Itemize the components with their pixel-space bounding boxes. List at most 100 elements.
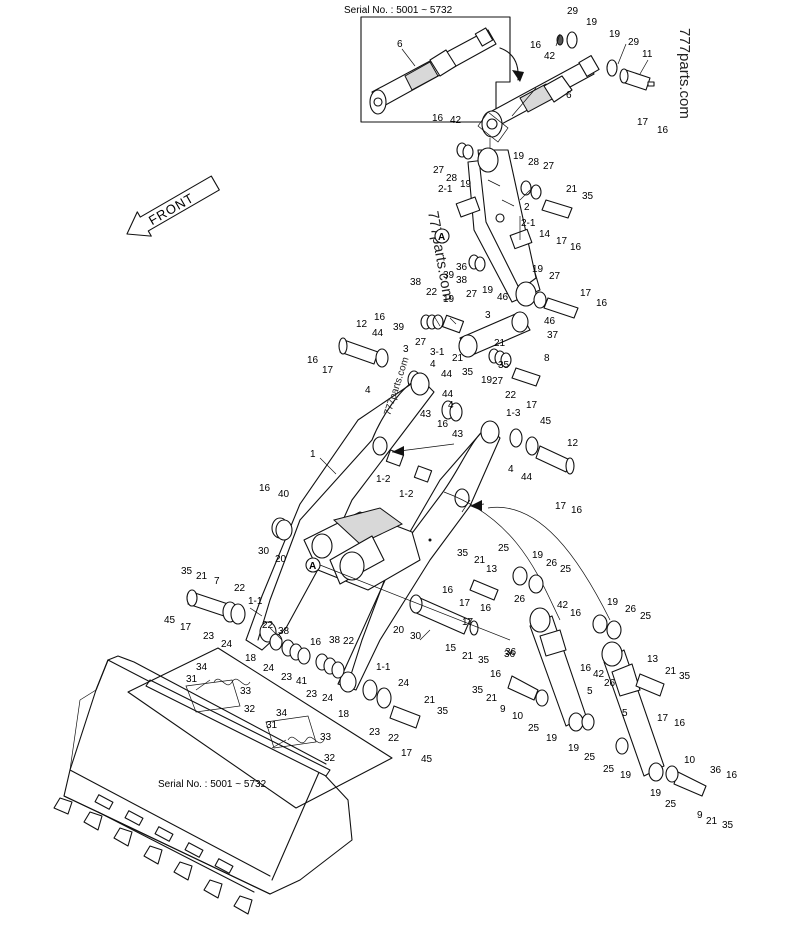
part-label: 33 bbox=[240, 686, 252, 697]
part-label: 17 bbox=[580, 288, 592, 299]
part-label: 25 bbox=[584, 752, 596, 763]
part-label: 32 bbox=[324, 753, 336, 764]
boom-cylinder bbox=[477, 55, 600, 143]
part-label: 16 bbox=[726, 770, 738, 781]
part-label: 35 bbox=[478, 655, 490, 666]
part-label: 16 bbox=[580, 663, 592, 674]
part-label: 43 bbox=[420, 409, 432, 420]
part-label: 16 bbox=[674, 718, 686, 729]
part-label: 16 bbox=[571, 505, 583, 516]
part-label: 21 bbox=[665, 666, 677, 677]
part-label: 35 bbox=[181, 566, 193, 577]
part-label: 27 bbox=[549, 271, 561, 282]
serial-label-bottom: Serial No. : 5001 ~ 5732 bbox=[158, 779, 267, 790]
part-label: 17 bbox=[459, 598, 471, 609]
part-label: 24 bbox=[398, 678, 410, 689]
part-label: 21 bbox=[706, 816, 718, 827]
part-label: 32 bbox=[244, 704, 256, 715]
part-label: 16 bbox=[570, 608, 582, 619]
part-label: 45 bbox=[540, 416, 552, 427]
part-label: 1 bbox=[310, 449, 316, 460]
part-label: 19 bbox=[650, 788, 662, 799]
part-label: 42 bbox=[450, 115, 462, 126]
bell-crank-2 bbox=[467, 147, 541, 307]
part-label: 16 bbox=[442, 585, 454, 596]
part-label: 1-2 bbox=[376, 474, 391, 485]
part-label: 36 bbox=[504, 649, 516, 660]
part-label: 41 bbox=[296, 676, 308, 687]
part-label: 4 bbox=[448, 400, 454, 411]
part-label: 38 bbox=[329, 635, 341, 646]
watermark: 777parts.com bbox=[676, 28, 693, 119]
part-label: 17 bbox=[526, 400, 538, 411]
part-label: 20 bbox=[393, 625, 405, 636]
part-label: 17 bbox=[462, 617, 474, 628]
part-label: 43 bbox=[452, 429, 464, 440]
part-label: 45 bbox=[164, 615, 176, 626]
part-label: 16 bbox=[374, 312, 386, 323]
part-label: 22 bbox=[388, 733, 400, 744]
part-label: 22 bbox=[426, 287, 438, 298]
part-label: 12 bbox=[567, 438, 579, 449]
part-label: 25 bbox=[528, 723, 540, 734]
bucket-teeth bbox=[53, 797, 253, 915]
part-label: 23 bbox=[306, 689, 318, 700]
part-label: 16 bbox=[437, 419, 449, 430]
part-labels: 29 19 16 42 19 29 11 6 17 16 16 42 27 28… bbox=[164, 6, 738, 831]
part-label: 21 bbox=[486, 693, 498, 704]
part-label: 27 bbox=[466, 289, 478, 300]
part-label: 2-1 bbox=[438, 184, 453, 195]
part-label: 25 bbox=[498, 543, 510, 554]
part-label: 42 bbox=[544, 51, 556, 62]
part-label: 16 bbox=[307, 355, 319, 366]
part-label: 21 bbox=[474, 555, 486, 566]
serial-inset-top: Serial No. : 5001 ~ 5732 6 bbox=[335, 2, 525, 123]
part-label: 22 bbox=[505, 390, 517, 401]
pin-7 bbox=[186, 589, 229, 617]
part-label: 17 bbox=[401, 748, 413, 759]
part-label: 14 bbox=[539, 229, 551, 240]
part-label: 4 bbox=[508, 464, 514, 475]
part-label: 22 bbox=[234, 583, 246, 594]
part-label: 19 bbox=[460, 179, 472, 190]
part-label: 34 bbox=[276, 708, 288, 719]
part-label: 2 bbox=[524, 202, 530, 213]
part-label: 42 bbox=[557, 600, 569, 611]
part-label: 16 bbox=[596, 298, 608, 309]
leader-lines bbox=[249, 33, 649, 641]
part-label: 24 bbox=[322, 693, 334, 704]
part-label: 25 bbox=[560, 564, 572, 575]
part-label: 19 bbox=[532, 264, 544, 275]
part-label: 44 bbox=[441, 369, 453, 380]
part-label: 27 bbox=[415, 337, 427, 348]
part-label: 25 bbox=[640, 611, 652, 622]
part-label: 30 bbox=[410, 631, 422, 642]
part-label: 21 bbox=[462, 651, 474, 662]
part-label: 6 bbox=[566, 90, 572, 101]
boom-arm-1 bbox=[245, 372, 501, 693]
part-label: 16 bbox=[310, 637, 322, 648]
part-label: 27 bbox=[543, 161, 555, 172]
part-label: 17 bbox=[556, 236, 568, 247]
part-label: 1-1 bbox=[248, 596, 263, 607]
part-label: 27 bbox=[433, 165, 445, 176]
part-label: 22 bbox=[262, 620, 274, 631]
part-label: 4 bbox=[365, 385, 371, 396]
part-label: 26 bbox=[604, 678, 616, 689]
pin-11 bbox=[619, 68, 655, 91]
part-label: 16 bbox=[490, 669, 502, 680]
part-label: 17 bbox=[180, 622, 192, 633]
front-direction-arrow: FRONT bbox=[126, 175, 220, 237]
boom-cylinder-inset bbox=[369, 27, 497, 115]
part-label: 3 bbox=[485, 310, 491, 321]
part-label: 20 bbox=[275, 554, 287, 565]
part-label: 26 bbox=[625, 604, 637, 615]
part-label: 4 bbox=[430, 359, 436, 370]
part-label: 36 bbox=[456, 262, 468, 273]
bucket-spring-parts bbox=[195, 678, 325, 749]
part-label: 18 bbox=[338, 709, 350, 720]
part-label: 38 bbox=[456, 275, 468, 286]
part-label: 6 bbox=[397, 39, 403, 50]
part-label: 36 bbox=[505, 647, 517, 658]
